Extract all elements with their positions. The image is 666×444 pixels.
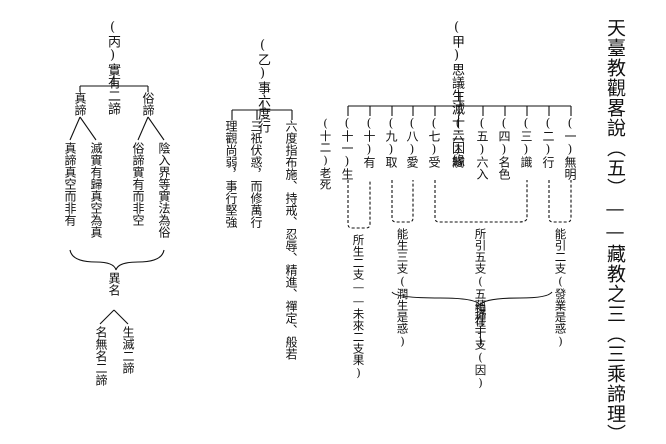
- group-past: 能引二支(發業是惑): [553, 228, 568, 348]
- desc-common-1: 陰入界等實法為俗: [157, 142, 171, 238]
- link-8: (八)愛: [405, 116, 419, 168]
- link-6: (六)觸: [451, 116, 465, 168]
- truth-real: 真諦: [73, 92, 87, 116]
- yi-item-3: 理觀尚弱，事行堅強: [224, 120, 238, 228]
- link-3: (三)識: [519, 116, 533, 168]
- alias-2: 名無名二諦: [94, 326, 108, 386]
- desc-common-2: 俗諦實有而非空: [131, 142, 145, 226]
- section-bing-heading: (丙)實有二諦: [105, 20, 120, 115]
- link-11: (十一)生: [340, 116, 354, 180]
- link-10: (十)有: [362, 116, 376, 168]
- link-9: (九)取: [384, 116, 398, 168]
- group-future: 所生二支——未來二支果): [351, 234, 366, 380]
- alias-head: 異名: [107, 272, 121, 296]
- alias-1: 生滅二諦: [121, 326, 135, 374]
- truth-common: 俗諦: [141, 92, 155, 116]
- desc-real-1: 滅實有歸真空為真: [89, 142, 103, 238]
- link-1: (一)無明: [563, 116, 577, 180]
- link-4: (四)名色: [497, 116, 511, 180]
- link-12: (十二)老死: [318, 116, 333, 190]
- section-jia-heading: (甲)思議生滅十二因緣: [449, 20, 464, 167]
- page: 天臺教觀畧說（五）——藏教之三（三乘諦理） (甲)思議生滅十二因緣 (一)無明 …: [63, 18, 626, 444]
- page-title: 天臺教觀畧說（五）——藏教之三（三乘諦理）: [604, 18, 626, 444]
- desc-real-2: 真諦真空而非有: [63, 142, 77, 226]
- group-cap3: 能生三支(潤生是惑): [395, 228, 410, 348]
- diagram-lines: [69, 73, 572, 325]
- link-2: (二)行: [541, 116, 555, 168]
- link-5: (五)六入: [475, 116, 489, 180]
- section-yi-heading: (乙)事六度行: [255, 38, 270, 133]
- yi-item-1: 六度指布施、持戒、忍辱、精進、禪定、般若: [284, 120, 298, 360]
- yi-item-2: 三祇伏惑，而修萬行: [249, 120, 263, 228]
- link-7: (七)受: [427, 116, 441, 168]
- present-label: 現在十支(因): [473, 304, 488, 390]
- group-gen5: 所引五支(五蘊種子): [473, 228, 488, 348]
